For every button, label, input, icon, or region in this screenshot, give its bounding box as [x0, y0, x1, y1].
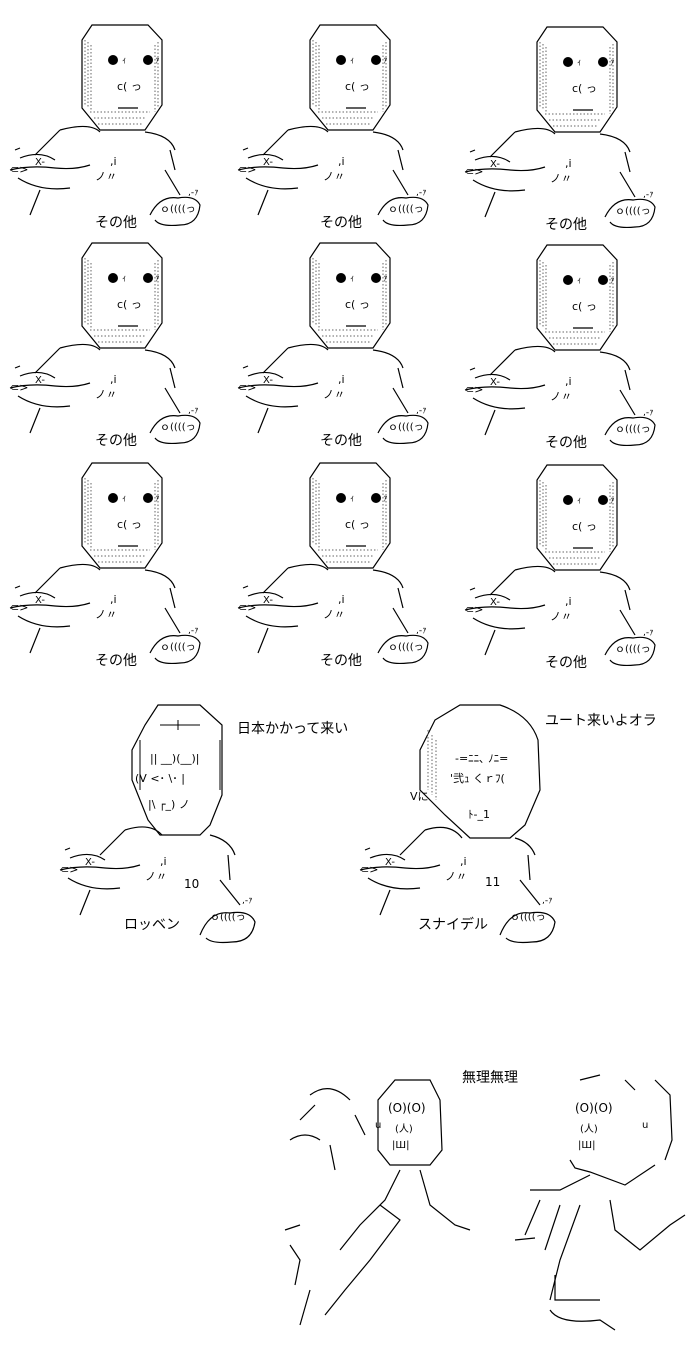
- figure-label: その他: [95, 215, 137, 231]
- sneijder-name: スナイデル: [418, 917, 488, 933]
- sneijder-shout: ユート来いよオラ: [545, 713, 657, 729]
- svg-text:|Ш|: |Ш|: [392, 1140, 409, 1151]
- grid-figure-3: その他: [455, 22, 656, 233]
- player-figure-art: [464, 26, 656, 229]
- player-figure-art: [464, 244, 656, 447]
- fleeing-figures: (O)(O) (人) |Ш| u (O)(O) (人) |Ш| u: [270, 1060, 700, 1340]
- robben-art: || __)(__)| (V <･ \･ | |\ ┌_) ノ ⊂> X- ,i…: [59, 704, 256, 944]
- svg-text:|\ ┌_) ノ: |\ ┌_) ノ: [148, 798, 190, 811]
- svg-text:,-ｧ: ,-ｧ: [542, 896, 553, 906]
- figure-label: その他: [95, 433, 137, 449]
- robben-figure: || __)(__)| (V <･ \･ | |\ ┌_) ノ ⊂> X- ,i…: [50, 700, 370, 950]
- fleeing-shout: 無理無理: [462, 1070, 518, 1086]
- fleeing-art: (O)(O) (人) |Ш| u (O)(O) (人) |Ш| u: [284, 1074, 686, 1331]
- player-figure-art: [9, 24, 201, 227]
- svg-text:(V <･ \･ |: (V <･ \･ |: [135, 772, 185, 785]
- svg-text:,i: ,i: [160, 855, 167, 868]
- svg-text:u: u: [642, 1120, 648, 1131]
- figure-label: その他: [545, 655, 587, 671]
- svg-text:X-: X-: [385, 857, 395, 868]
- svg-text:ｏ((((っ: ｏ((((っ: [510, 912, 546, 923]
- figure-label: その他: [320, 433, 362, 449]
- svg-text:-=ﾆﾆ､ ﾉﾆ=: -=ﾆﾆ､ ﾉﾆ=: [455, 752, 508, 765]
- figure-label: その他: [320, 653, 362, 669]
- svg-text:(人): (人): [395, 1123, 413, 1135]
- svg-text:(O)(O): (O)(O): [388, 1101, 426, 1115]
- svg-text:(人): (人): [580, 1123, 598, 1135]
- robben-name: ロッベン: [124, 917, 180, 933]
- sneijder-figure: -=ﾆﾆ､ ﾉﾆ= '弐ｭ くｒﾌ( Vに ﾄ-_1 ⊂> X- ,i ノ〃 ｏ…: [350, 700, 670, 950]
- svg-text:,-ｧ: ,-ｧ: [242, 896, 253, 906]
- svg-text:ノ〃: ノ〃: [445, 870, 467, 883]
- grid-figure-8: その他: [228, 458, 429, 669]
- grid-figure-1: その他: [0, 20, 201, 231]
- robben-shout: 日本かかって来い: [237, 721, 349, 737]
- svg-text:⊂>: ⊂>: [60, 863, 78, 876]
- svg-text:ｏ((((っ: ｏ((((っ: [210, 912, 246, 923]
- grid-figure-2: その他: [228, 20, 429, 231]
- figure-label: その他: [95, 653, 137, 669]
- figure-label: その他: [320, 215, 362, 231]
- svg-text:Vに: Vに: [410, 790, 429, 803]
- player-figure-art: [237, 242, 429, 445]
- svg-text:X-: X-: [85, 857, 95, 868]
- svg-text:u: u: [375, 1120, 381, 1131]
- grid-figure-4: その他: [0, 238, 201, 449]
- svg-text:ﾄ-_1: ﾄ-_1: [468, 808, 490, 821]
- figure-label: その他: [545, 217, 587, 233]
- svg-text:,i: ,i: [460, 855, 467, 868]
- grid-figure-5: その他: [228, 238, 429, 449]
- svg-text:ノ〃: ノ〃: [145, 870, 167, 883]
- player-figure-art: [9, 462, 201, 665]
- player-figure-art: [464, 464, 656, 667]
- sneijder-number: 11: [485, 875, 501, 889]
- figure-label: その他: [545, 435, 587, 451]
- grid-figure-7: その他: [0, 458, 201, 669]
- svg-text:'弐ｭ くｒﾌ(: '弐ｭ くｒﾌ(: [450, 772, 505, 785]
- svg-text:(O)(O): (O)(O): [575, 1101, 613, 1115]
- grid-figure-9: その他: [455, 460, 656, 671]
- grid-figure-6: その他: [455, 240, 656, 451]
- player-figure-art: [9, 242, 201, 445]
- player-figure-art: [237, 462, 429, 665]
- svg-text:|| __)(__)|: || __)(__)|: [150, 752, 200, 765]
- robben-number: 10: [184, 877, 200, 891]
- svg-text:|Ш|: |Ш|: [578, 1140, 595, 1151]
- sneijder-art: -=ﾆﾆ､ ﾉﾆ= '弐ｭ くｒﾌ( Vに ﾄ-_1 ⊂> X- ,i ノ〃 ｏ…: [359, 704, 556, 944]
- svg-text:⊂>: ⊂>: [360, 863, 378, 876]
- player-figure-art: [237, 24, 429, 227]
